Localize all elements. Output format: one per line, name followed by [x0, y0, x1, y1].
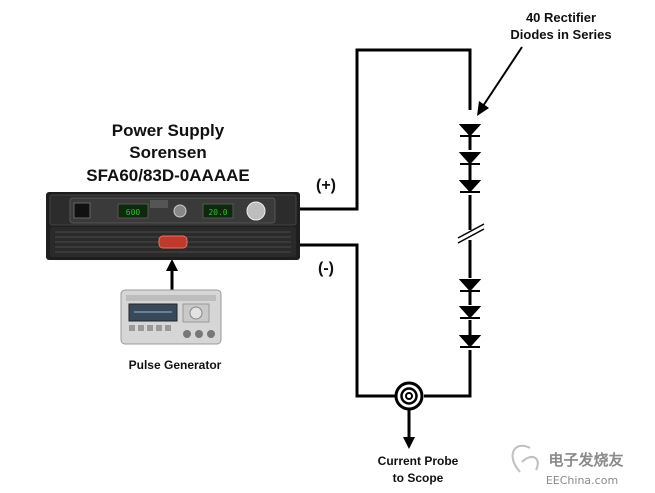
diode-symbol — [458, 306, 482, 319]
pulse-arrow — [166, 259, 178, 271]
diode-label-line1: 40 Rectifier — [526, 10, 596, 25]
watermark-site: EEChina.com — [546, 474, 618, 487]
diode-symbol — [458, 124, 482, 137]
diode-symbol — [458, 152, 482, 165]
current-probe-icon — [394, 381, 424, 411]
series-break-symbol — [457, 223, 485, 244]
power-supply-maker: Sorensen — [129, 143, 206, 162]
circuit-wiring — [170, 48, 472, 440]
display-left: 600 — [126, 208, 141, 217]
positive-terminal-label: (+) — [316, 177, 336, 194]
power-supply-model: SFA60/83D-0AAAAE — [86, 166, 249, 185]
negative-terminal-label: (-) — [318, 260, 334, 277]
power-supply-unit — [46, 192, 300, 260]
probe-pointer-arrow — [403, 437, 415, 449]
diode-label-line2: Diodes in Series — [510, 27, 611, 42]
probe-label-line1: Current Probe — [378, 454, 459, 468]
diode-symbol — [458, 180, 482, 193]
pulse-generator-device — [120, 289, 222, 345]
watermark-logo — [511, 444, 539, 473]
diode-symbol — [458, 335, 482, 348]
diode-symbol — [458, 279, 482, 292]
power-supply-title: Power Supply — [112, 121, 225, 140]
probe-label-line2: to Scope — [393, 471, 444, 485]
diode-pointer-arrow — [477, 46, 523, 116]
display-right: 20.0 — [208, 208, 227, 217]
pulse-generator-label: Pulse Generator — [129, 358, 222, 372]
front-knob — [158, 235, 188, 249]
diode-chain — [458, 124, 482, 348]
watermark-brand: 电子发烧友 — [548, 451, 623, 469]
